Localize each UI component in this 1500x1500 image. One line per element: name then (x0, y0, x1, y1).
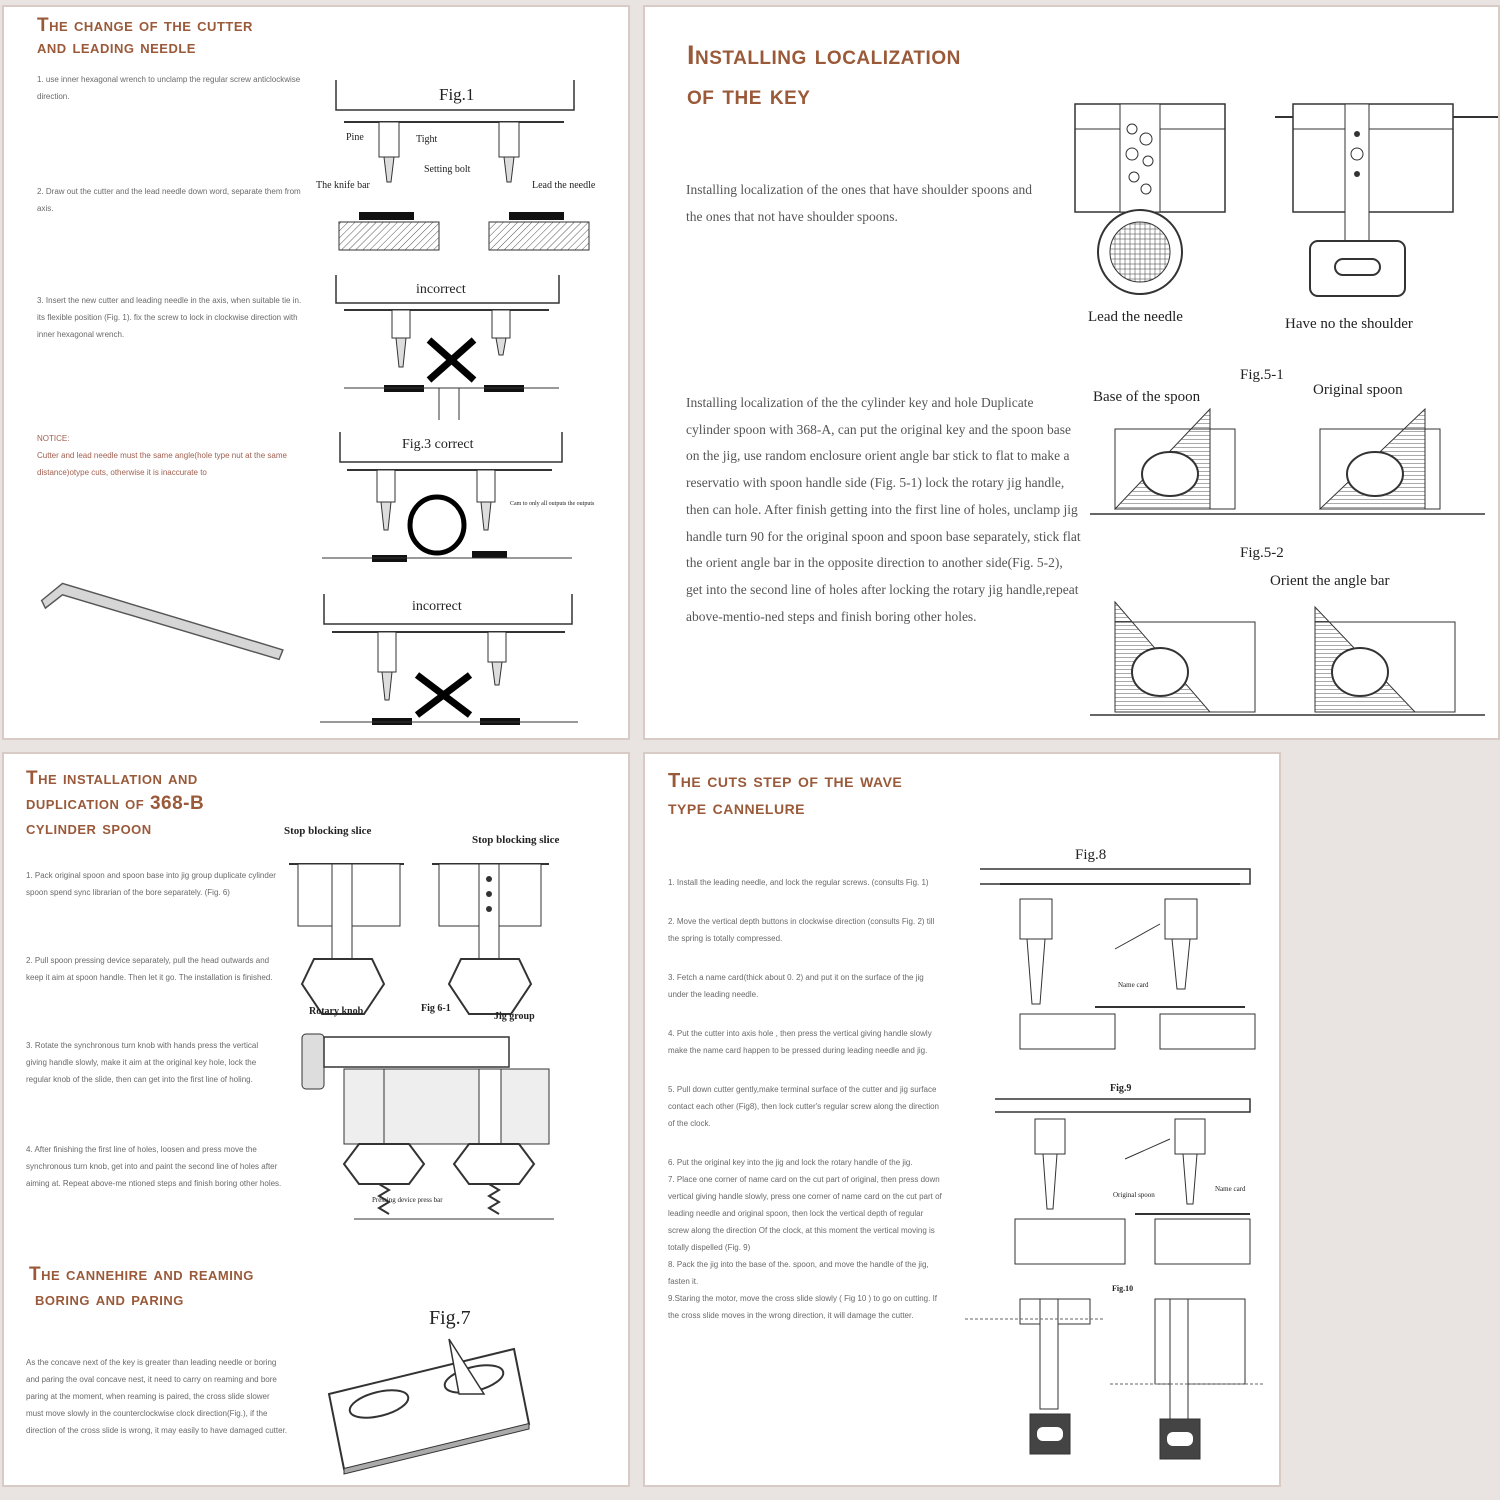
panel4-title: The cuts step of the wave type cannelure (668, 768, 902, 822)
panel2-title-line2: of the key (687, 80, 811, 110)
fig10-diagram: Fig.10 (965, 1284, 1265, 1460)
lead-needle-diagram: Lead the needle (1074, 103, 1226, 325)
fig8-title: Fig.8 (1075, 847, 1106, 863)
panel2-body: Installing localization of the the cylin… (686, 395, 1081, 624)
panel4-steps: 1. Install the leading needle, and lock … (668, 874, 943, 1324)
label-orient-bar: Orient the angle bar (1270, 573, 1390, 589)
panel4-step8: 8. Pack the jig into the base of the. sp… (668, 1260, 929, 1286)
panel1-step2: 2. Draw out the cutter and the lead need… (37, 187, 301, 213)
panel3-title2-line1: The cannehire and reaming (29, 1264, 254, 1285)
label-original-spoon: Original spoon (1313, 382, 1403, 398)
panel3-title: The installation and duplication of 368-… (26, 766, 204, 841)
panel3-title-line1: The installation and (26, 768, 198, 789)
panel2-intro: Installing localization of the ones that… (686, 182, 1033, 224)
panel3-step2: 2. Pull spoon pressing device separately… (26, 956, 273, 982)
panel3-step3: 3. Rotate the synchronous turn knob with… (26, 1041, 259, 1084)
fig3-note: Cam to only all outputs the outputs (510, 501, 595, 507)
hex-wrench-icon (40, 582, 284, 661)
fig1-title: Fig.1 (439, 85, 474, 104)
label-stop-slice-1: Stop blocking slice (284, 825, 372, 837)
fig6-1-title: Fig 6-1 (421, 1003, 451, 1014)
no-shoulder-diagram: Have no the shoulder (1275, 103, 1498, 332)
panel3-title-line2: duplication of 368-B (26, 793, 205, 814)
panel4-step4: 4. Put the cutter into axis hole , then … (668, 1029, 932, 1055)
panel3-title-line3: cylinder spoon (26, 818, 152, 839)
fig9-name-card: Name card (1215, 1185, 1246, 1193)
panel2-title-line1: Installing localization (687, 40, 961, 70)
panel4-title-line1: The cuts step of the wave (668, 770, 903, 792)
fig2-title: incorrect (416, 282, 466, 297)
panel4-step3: 3. Fetch a name card(thick about 0. 2) a… (668, 973, 924, 999)
panel3-body2: As the concave next of the key is greate… (26, 1358, 288, 1435)
panel1-notice: NOTICE: Cutter and lead needle must the … (37, 430, 322, 481)
fig7-title: Fig.7 (429, 1307, 471, 1329)
panel4-title-line2: type cannelure (668, 797, 806, 819)
fig8-name-card: Name card (1118, 981, 1149, 989)
fig6-diagram: Stop blocking slice Stop blocking slice … (284, 825, 560, 1220)
label-no-shoulder: Have no the shoulder (1285, 316, 1413, 332)
fig1-pine: Pine (346, 132, 364, 143)
fig7-diagram: Fig.7 (327, 1307, 531, 1475)
panel4-step2: 2. Move the vertical depth buttons in cl… (668, 917, 935, 943)
fig1-lead-needle: Lead the needle (532, 180, 596, 191)
panel4-step1: 1. Install the leading needle, and lock … (668, 878, 929, 887)
fig1-tight: Tight (416, 134, 438, 145)
notice-text: Cutter and lead needle must the same ang… (37, 451, 287, 477)
fig4-diagram: incorrect (320, 594, 578, 725)
fig1-knife-bar: The knife bar (316, 180, 371, 191)
fig9-title: Fig.9 (1110, 1083, 1131, 1094)
fig9-diagram: Fig.9 Original spoon Name card (995, 1083, 1251, 1265)
notice-title: NOTICE: (37, 434, 70, 443)
fig5-1-diagram: Fig.5-1 Base of the spoon Original spoon (1090, 367, 1485, 515)
panel4-step7: 7. Place one corner of name card on the … (668, 1175, 942, 1252)
fig5-2-title: Fig.5-2 (1240, 545, 1284, 561)
fig1-setting-bolt: Setting bolt (424, 164, 471, 175)
panel1-step1: 1. use inner hexagonal wrench to unclamp… (37, 75, 301, 101)
fig1-diagram: Fig.1 Pine Tight Setting bolt The knife … (316, 80, 596, 251)
panel1-title: The change of the cutter and leading nee… (37, 15, 253, 59)
panel1-title-line2: and leading needle (37, 36, 196, 58)
label-stop-slice-2: Stop blocking slice (472, 834, 560, 846)
fig2-diagram: incorrect (335, 275, 560, 420)
fig9-original-spoon: Original spoon (1113, 1191, 1155, 1199)
panel4-step9: 9.Staring the motor, move the cross slid… (668, 1294, 938, 1320)
panel3-title2: The cannehire and reaming boring and par… (29, 1262, 254, 1312)
fig8-diagram: Fig.8 Name card (980, 847, 1256, 1050)
panel4-step6: 6. Put the original key into the jig and… (668, 1158, 913, 1167)
fig4-title: incorrect (412, 599, 462, 614)
panel3-step1: 1. Pack original spoon and spoon base in… (26, 871, 276, 897)
label-jig-group: Jig group (494, 1011, 535, 1022)
panel3-step4: 4. After finishing the first line of hol… (26, 1145, 282, 1188)
fig10-title: Fig.10 (1112, 1284, 1133, 1293)
panel-key-localization: Installing localization of the key Insta… (643, 5, 1500, 740)
label-rotary-knob: Rotary knob (309, 1006, 364, 1017)
panel1-step3: 3. Insert the new cutter and leading nee… (37, 296, 302, 339)
panel-wave-cannelure: The cuts step of the wave type cannelure… (643, 752, 1281, 1487)
label-pressing-device: Pressing device press bar (372, 1196, 443, 1204)
panel-cutter-change: The change of the cutter and leading nee… (2, 5, 630, 740)
panel3-title2-line2: boring and paring (35, 1289, 184, 1310)
label-base-spoon: Base of the spoon (1093, 389, 1201, 405)
fig5-2-diagram: Fig.5-2 Orient the angle bar (1090, 545, 1485, 716)
fig5-1-title: Fig.5-1 (1240, 367, 1284, 383)
panel-368b-duplication: The installation and duplication of 368-… (2, 752, 630, 1487)
panel1-title-line1: The change of the cutter (37, 15, 253, 36)
fig3-diagram: Fig.3 correct Cam to only all outputs th… (322, 432, 595, 562)
panel2-title: Installing localization of the key (687, 35, 961, 115)
panel4-step5: 5. Pull down cutter gently,make terminal… (668, 1085, 939, 1128)
label-lead-needle: Lead the needle (1088, 309, 1183, 325)
fig3-title: Fig.3 correct (402, 437, 474, 452)
